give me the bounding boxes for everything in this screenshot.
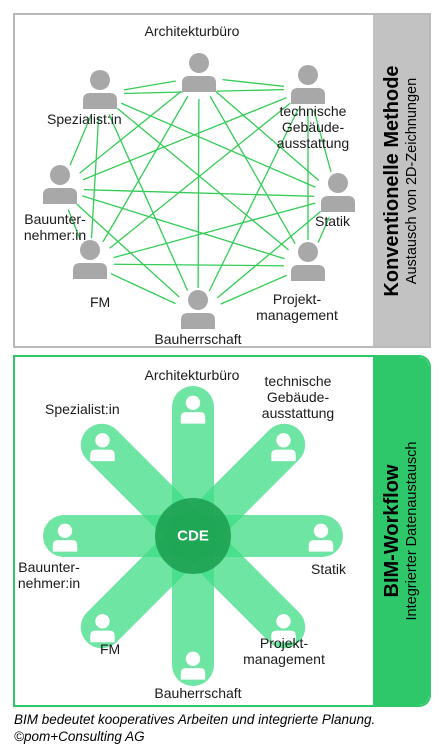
connection-line xyxy=(198,76,339,198)
person-icon xyxy=(180,651,206,680)
label-tga: technische Gebäude- ausstattung xyxy=(276,103,350,151)
person-icon xyxy=(52,523,78,552)
bim-sidebar: BIM-Workflow Integrierter Datenaustausch xyxy=(373,357,429,705)
label-architekturbuero: Architekturbüro xyxy=(144,23,240,39)
person-icon xyxy=(180,395,206,424)
person-icon xyxy=(90,433,115,462)
label-tga: technische Gebäude- ausstattung xyxy=(261,373,335,421)
connection-line xyxy=(99,93,309,267)
connection-line xyxy=(197,88,309,315)
label-spezialist: Spezialist:in xyxy=(47,111,122,127)
person-icon xyxy=(271,614,296,643)
person-icon xyxy=(43,165,77,204)
label-fm: FM xyxy=(90,294,111,310)
connection-line xyxy=(197,196,339,315)
label-statik: Statik xyxy=(311,561,347,577)
person-icon xyxy=(291,242,325,281)
label-bauunternehmer: Bauunter- nehmer:in xyxy=(23,211,87,243)
person-icon xyxy=(83,70,117,109)
connection-line xyxy=(59,188,199,315)
person-icon xyxy=(291,65,325,104)
label-statik: Statik xyxy=(315,213,351,229)
connection-line xyxy=(99,93,339,198)
person-icon xyxy=(308,523,334,552)
bim-title: BIM-Workflow xyxy=(381,464,403,598)
bim-subtitle: Integrierter Datenaustausch xyxy=(404,441,420,621)
person-icon xyxy=(182,53,216,92)
person-icon xyxy=(271,433,296,462)
stakeholder-icons xyxy=(52,395,334,680)
person-icon xyxy=(181,290,215,329)
label-spezialist: Spezialist:in xyxy=(45,401,120,417)
connection-line xyxy=(59,76,200,190)
connection-line xyxy=(198,76,309,267)
conventional-sidebar: Konventionelle Methode Austausch von 2D-… xyxy=(373,15,429,346)
connection-line xyxy=(197,76,200,315)
conventional-title: Konventionelle Methode xyxy=(381,64,403,297)
cde-hub xyxy=(155,498,231,574)
label-bauunternehmer: Bauunter- nehmer:in xyxy=(17,559,81,591)
bim-workflow-panel: CDE Architekturbüro Spezialist:in techni… xyxy=(13,355,431,707)
cde-label: CDE xyxy=(177,527,209,545)
label-bauherrschaft: Bauherrschaft xyxy=(154,331,242,347)
connection-line xyxy=(99,93,199,315)
person-icon xyxy=(321,173,355,212)
label-architekturbuero: Architekturbüro xyxy=(144,367,240,383)
conventional-method-panel: Architekturbüro Spezialist:in technische… xyxy=(13,13,431,348)
label-fm: FM xyxy=(100,641,121,657)
bim-star-diagram xyxy=(43,386,343,686)
label-projektmanagement: Projekt- management xyxy=(243,635,325,667)
label-projektmanagement: Projekt- management xyxy=(256,291,338,323)
conventional-subtitle: Austausch von 2D-Zeichnungen xyxy=(404,77,420,284)
label-bauherrschaft: Bauherrschaft xyxy=(154,685,242,701)
connection-line xyxy=(89,93,101,265)
person-icon xyxy=(90,614,115,643)
caption-text: BIM bedeutet kooperatives Arbeiten und i… xyxy=(14,712,376,727)
stakeholder-icons xyxy=(36,51,362,336)
connection-line xyxy=(59,188,339,198)
connection-line xyxy=(59,88,309,190)
connection-line xyxy=(59,188,309,267)
conventional-network xyxy=(36,51,362,336)
person-icon xyxy=(73,240,107,279)
connection-line xyxy=(89,263,309,267)
copyright-text: ©pom+Consulting AG xyxy=(14,729,145,744)
